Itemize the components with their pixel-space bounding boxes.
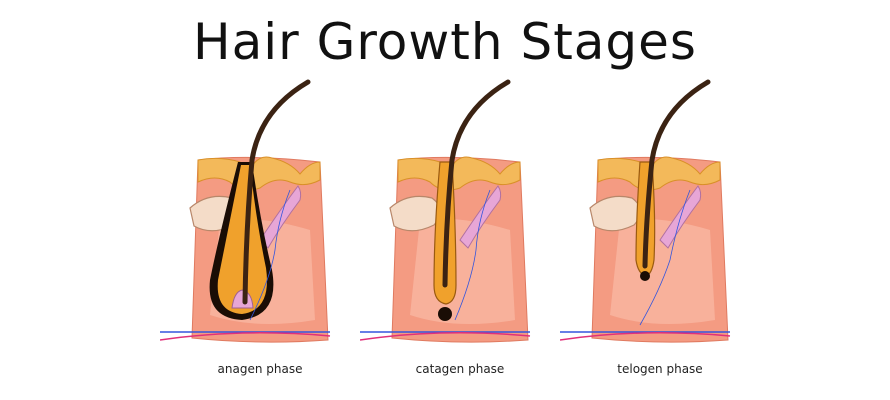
club-hair-bulb	[438, 307, 452, 321]
anagen-illustration	[160, 79, 331, 343]
catagen-illustration	[360, 79, 531, 343]
skin-highlight	[410, 218, 515, 324]
erector-muscle	[459, 185, 502, 249]
erector-muscle	[259, 185, 302, 249]
vessel-branch	[249, 189, 291, 321]
artery	[360, 332, 531, 341]
vessel-branch	[454, 189, 491, 321]
stage-label-telogen: telogen phase	[617, 362, 703, 376]
stage-label-anagen: anagen phase	[217, 362, 303, 376]
hair-shaft	[242, 79, 311, 305]
stage-telogen: telogen phase	[560, 70, 760, 390]
hair-shaft	[442, 79, 511, 288]
vessel-branch	[639, 189, 691, 326]
stage-catagen: catagen phase	[360, 70, 560, 390]
club-hair-bulb	[640, 271, 650, 281]
artery	[160, 332, 331, 341]
stage-anagen: anagen phase	[160, 70, 360, 390]
telogen-illustration	[560, 79, 731, 343]
papilla	[231, 289, 254, 309]
stage-label-catagen: catagen phase	[415, 362, 505, 376]
artery	[560, 332, 731, 341]
hair-shaft	[642, 79, 711, 269]
follicle-body	[217, 165, 267, 314]
diagram-title: Hair Growth Stages	[193, 13, 697, 71]
skin-highlight	[610, 218, 715, 324]
